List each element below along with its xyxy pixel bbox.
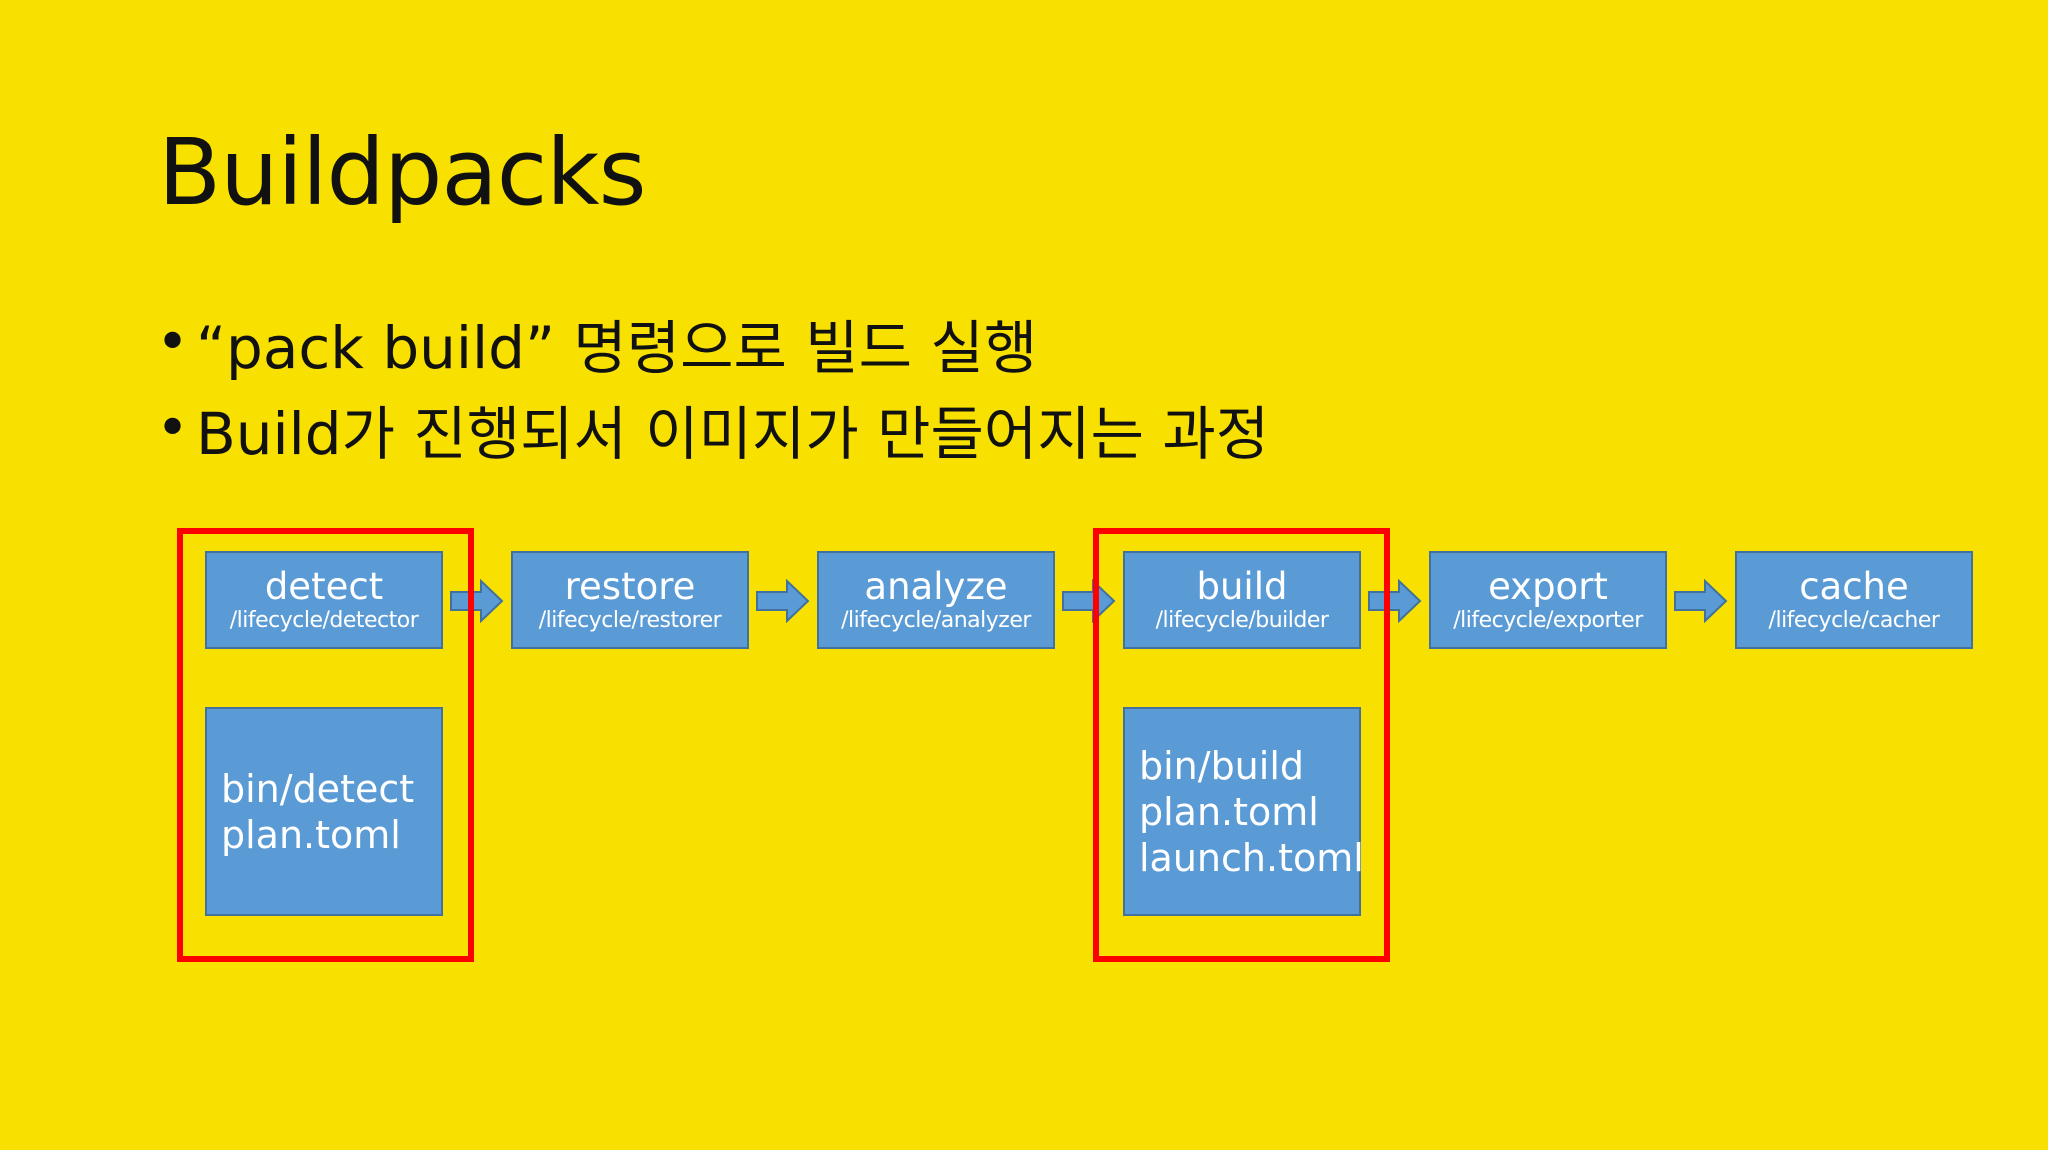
stage-path: /lifecycle/detector [229,608,419,633]
arrow-right-icon [1674,579,1728,623]
stage-restore: restore /lifecycle/restorer [511,551,749,649]
stage-path: /lifecycle/cacher [1768,608,1940,633]
file-name: bin/build [1139,743,1305,788]
stage-name: analyze [864,565,1008,608]
stage-name: restore [564,565,696,608]
stage-path: /lifecycle/analyzer [841,608,1031,633]
build-files-box: bin/build plan.toml launch.toml [1123,707,1364,916]
stage-path: /lifecycle/restorer [538,608,722,633]
bullet-item: • “pack build” 명령으로 빌드 실행 [156,300,1269,386]
arrow-right-icon [756,579,810,623]
file-name: plan.toml [1139,789,1319,834]
file-name: bin/detect [221,766,415,811]
stage-analyze: analyze /lifecycle/analyzer [817,551,1055,649]
stage-name: export [1488,565,1608,608]
stage-path: /lifecycle/builder [1155,608,1329,633]
detect-highlight-frame [177,528,474,962]
arrow-right-icon [1368,579,1422,623]
arrow-right-icon [450,579,504,623]
bullet-text: Build가 진행되서 이미지가 만들어지는 과정 [196,400,1270,468]
bullet-dot-icon: • [156,310,190,375]
bullet-dot-icon: • [156,396,190,461]
bullet-text: “pack build” 명령으로 빌드 실행 [196,314,1038,382]
detect-files-box: bin/detect plan.toml [205,707,443,916]
stage-path: /lifecycle/exporter [1453,608,1643,633]
file-name: launch.toml [1139,835,1364,880]
stage-name: build [1196,565,1288,608]
stage-cache: cache /lifecycle/cacher [1735,551,1973,649]
bullet-list: • “pack build” 명령으로 빌드 실행 • Build가 진행되서 … [156,300,1269,472]
file-name: plan.toml [221,812,401,857]
bullet-item: • Build가 진행되서 이미지가 만들어지는 과정 [156,386,1269,472]
stage-name: cache [1799,565,1909,608]
stage-export: export /lifecycle/exporter [1429,551,1667,649]
slide-title: Buildpacks [158,119,647,226]
stage-name: detect [264,565,384,608]
build-highlight-frame [1093,528,1390,962]
stage-build: build /lifecycle/builder [1123,551,1361,649]
stage-detect: detect /lifecycle/detector [205,551,443,649]
